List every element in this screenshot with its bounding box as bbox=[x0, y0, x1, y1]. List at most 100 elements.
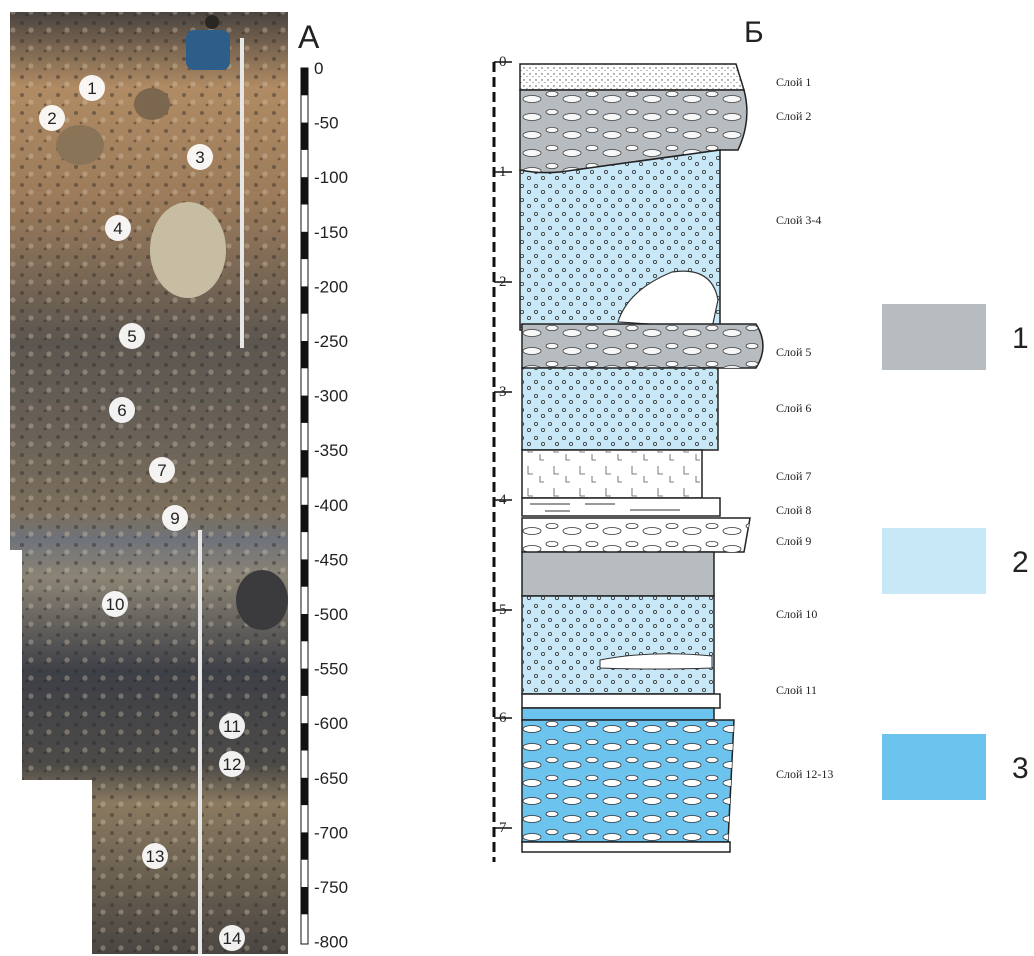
scale-bar-segment bbox=[301, 777, 308, 806]
layer-marker-circle bbox=[109, 397, 135, 423]
scale-bar-segment bbox=[301, 504, 308, 533]
layer-12-13-pebbles bbox=[522, 720, 734, 842]
panel-a-label: А bbox=[298, 19, 320, 55]
person-figure bbox=[186, 15, 230, 70]
layer-label: Слой 11 bbox=[776, 683, 817, 697]
layer-label: Слой 1 bbox=[776, 75, 811, 89]
layer-2-pebbles bbox=[520, 90, 747, 173]
boulder bbox=[56, 125, 104, 165]
layer-marker-label: 11 bbox=[223, 717, 241, 736]
layer-marker-label: 9 bbox=[170, 509, 179, 528]
layer-marker-circle bbox=[219, 713, 245, 739]
scale-bar-segment bbox=[301, 177, 308, 205]
measuring-rod bbox=[240, 38, 244, 348]
layer-12-13-top bbox=[521, 707, 715, 721]
scale-bar-segment bbox=[301, 887, 308, 915]
layer-label: Слой 9 bbox=[776, 534, 811, 548]
scale-tick-label: -450 bbox=[314, 550, 348, 569]
layer-marker-label: 2 bbox=[47, 109, 56, 128]
scale-tick-label: -800 bbox=[314, 933, 348, 952]
boulder bbox=[134, 88, 170, 120]
layer-5-pebbles bbox=[522, 324, 763, 368]
measuring-rod bbox=[198, 530, 202, 954]
layer-marker-label: 5 bbox=[127, 327, 136, 346]
legend-swatch bbox=[882, 304, 986, 370]
layer-marker-label: 13 bbox=[146, 847, 165, 866]
layer-label: Слой 3-4 bbox=[776, 213, 821, 227]
scale-tick-label: -200 bbox=[314, 277, 348, 296]
depth-tick-label: 2 bbox=[499, 274, 507, 290]
layer-marker-circle bbox=[105, 215, 131, 241]
boulder bbox=[236, 570, 288, 630]
layer-marker-circle bbox=[39, 105, 65, 131]
legend-label: 2 bbox=[1012, 546, 1029, 579]
layer-marker-circle bbox=[149, 457, 175, 483]
boulder-sketch bbox=[617, 270, 719, 329]
layer-label: Слой 2 bbox=[776, 109, 811, 123]
legend: 123 bbox=[882, 304, 1029, 800]
layer-label: Слой 12-13 bbox=[776, 767, 833, 781]
depth-tick-label: 0 bbox=[499, 54, 507, 70]
scale-bar-segment bbox=[301, 231, 308, 260]
layer-1-sand bbox=[520, 64, 744, 90]
layer-marker-circle bbox=[162, 505, 188, 531]
scale-tick-label: -650 bbox=[314, 769, 348, 788]
layer-marker-label: 12 bbox=[223, 755, 242, 774]
layer-label: Слой 6 bbox=[776, 401, 811, 415]
scale-bar-segment bbox=[301, 668, 308, 696]
scale-tick-label: -300 bbox=[314, 387, 348, 406]
depth-tick-label: 5 bbox=[499, 602, 507, 618]
layer-9-pebbles bbox=[522, 518, 750, 552]
scale-tick-label: -600 bbox=[314, 714, 348, 733]
layer-base bbox=[521, 841, 731, 853]
scale-tick-label: 0 bbox=[314, 59, 323, 78]
scale-bar-segment bbox=[301, 341, 308, 369]
legend-swatch bbox=[882, 734, 986, 800]
depth-tick-label: 1 bbox=[499, 164, 507, 180]
layer-marker-circle bbox=[119, 323, 145, 349]
scale-bar-segment bbox=[301, 68, 308, 96]
layer-10-lens bbox=[599, 653, 713, 670]
scale-tick-label: -400 bbox=[314, 496, 348, 515]
layer-marker-circle bbox=[187, 144, 213, 170]
legend-label: 1 bbox=[1012, 322, 1029, 355]
scale-bar-segment bbox=[301, 723, 308, 751]
layer-marker-circle bbox=[79, 75, 105, 101]
layer-marker-label: 1 bbox=[87, 79, 96, 98]
scale-bar-segment bbox=[301, 559, 308, 587]
scale-tick-label: -250 bbox=[314, 332, 348, 351]
scale-tick-label: -500 bbox=[314, 605, 348, 624]
layer-8-lines bbox=[530, 503, 680, 512]
scale-bar-segment bbox=[301, 286, 308, 314]
scale-tick-label: -50 bbox=[314, 114, 339, 133]
scale-tick-label: -100 bbox=[314, 168, 348, 187]
layer-11 bbox=[521, 693, 721, 709]
panel-b-label: Б bbox=[744, 16, 764, 49]
outcrop-photo-texture bbox=[10, 12, 288, 954]
layer-label: Слой 7 bbox=[776, 469, 811, 483]
scale-tick-label: -750 bbox=[314, 878, 348, 897]
depth-tick-label: 3 bbox=[499, 384, 507, 400]
scale-bar-segment bbox=[301, 450, 308, 478]
layer-marker-label: 6 bbox=[117, 401, 126, 420]
layer-label: Слой 5 bbox=[776, 345, 811, 359]
scale-tick-label: -700 bbox=[314, 823, 348, 842]
depth-tick-label: 6 bbox=[499, 710, 507, 726]
layer-6-texture bbox=[522, 368, 718, 450]
layer-marker-circle bbox=[219, 925, 245, 951]
scale-tick-label: -150 bbox=[314, 223, 348, 242]
depth-scale-bar: 0 -50 -100 -150 -200 -250 -300 -350 -400 -450 -500… bbox=[300, 59, 348, 952]
legend-swatch bbox=[882, 528, 986, 594]
layer-10-upper bbox=[521, 551, 715, 597]
scale-bar-segment bbox=[301, 122, 308, 150]
layer-marker-circle bbox=[102, 591, 128, 617]
scale-tick-label: -350 bbox=[314, 441, 348, 460]
layer-marker-label: 10 bbox=[106, 595, 125, 614]
layer-label: Слой 8 bbox=[776, 503, 811, 517]
layer-marker-label: 3 bbox=[195, 148, 204, 167]
layer-marker-label: 7 bbox=[157, 461, 166, 480]
